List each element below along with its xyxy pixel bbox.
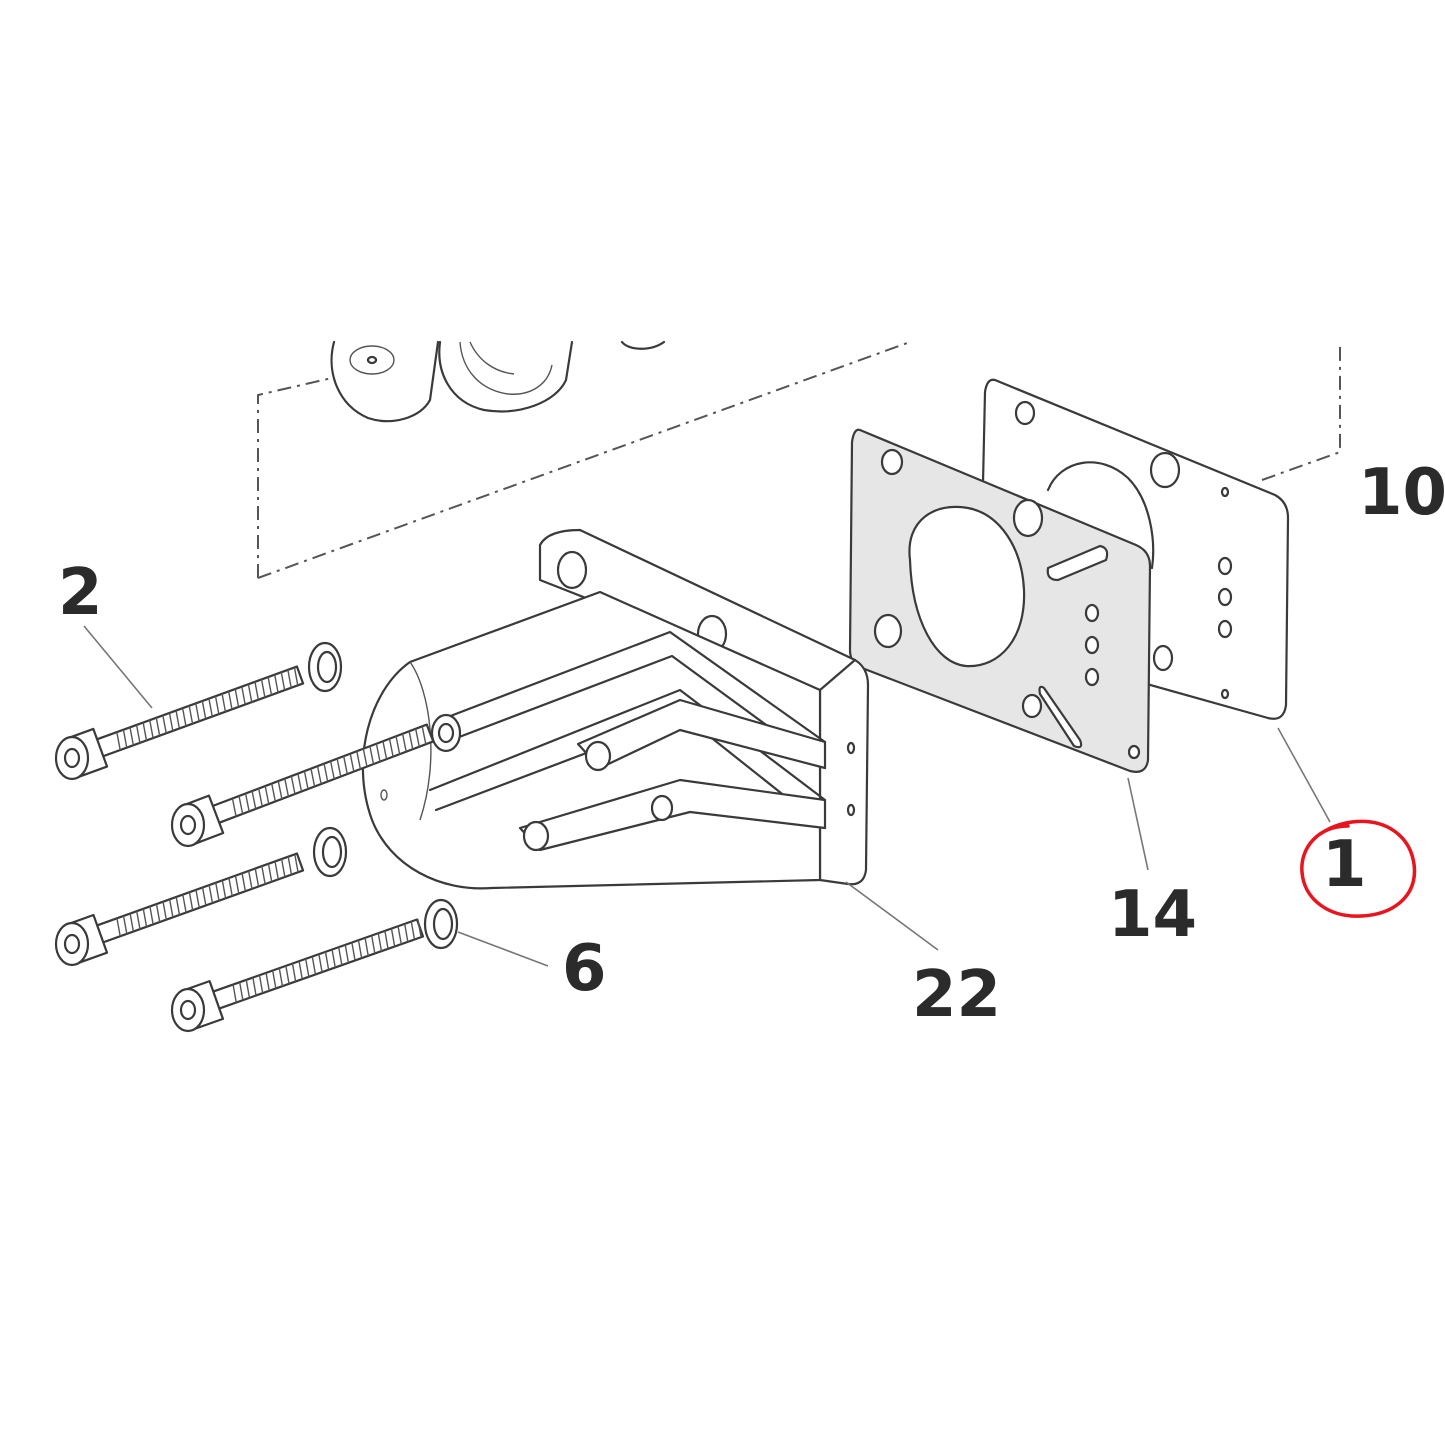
callout-2: 2: [58, 556, 103, 630]
callout-1: 1: [1322, 828, 1367, 902]
drive-pulley: [330, 340, 666, 423]
cap-screw: [170, 723, 435, 848]
manifold-cover-22: [361, 528, 870, 890]
washer: [307, 641, 343, 693]
callout-14: 14: [1108, 878, 1197, 952]
callout-22: 22: [912, 958, 1001, 1032]
callout-6: 6: [562, 932, 607, 1006]
assembly-boundary: [257, 341, 1341, 579]
leader-lines: [83, 625, 1331, 967]
callout-10: 10: [1358, 456, 1445, 530]
cap-screw: [170, 918, 425, 1033]
highlight-circle: [1300, 819, 1417, 918]
cap-screw: [54, 665, 305, 781]
washers: [307, 641, 459, 950]
cap-screws: [54, 665, 435, 1033]
washer: [312, 826, 348, 878]
washer: [423, 898, 459, 950]
gasket-14: [848, 428, 1152, 773]
cap-screw: [54, 852, 305, 967]
